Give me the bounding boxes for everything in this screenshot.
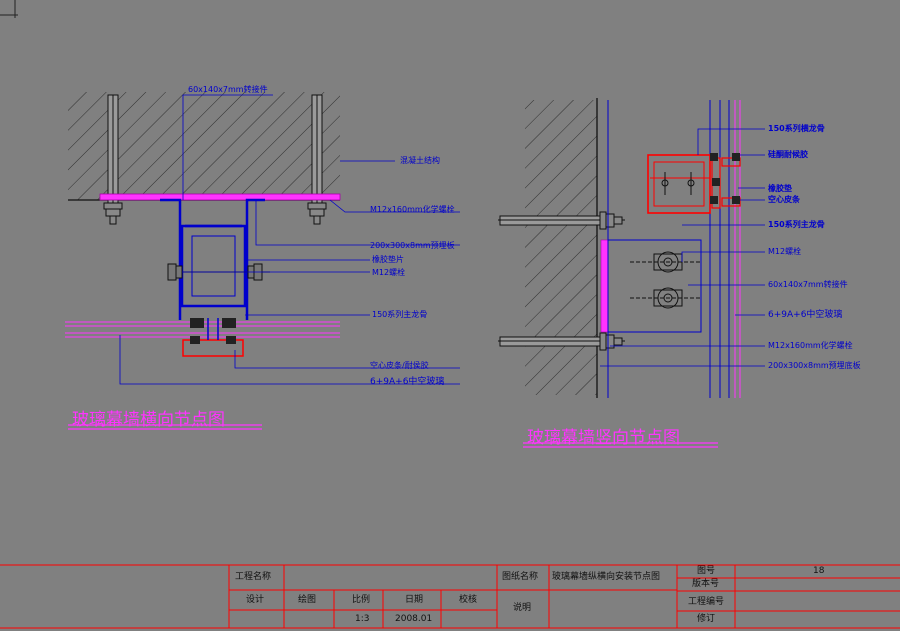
right-glass-label: 6+9A+6中空玻璃 bbox=[768, 310, 843, 320]
tb-sheet-no-label: 图号 bbox=[697, 566, 716, 576]
right-base-plate bbox=[600, 239, 609, 333]
left-rubber-pad-label: 橡胶垫片 bbox=[372, 255, 404, 264]
title-block-frame bbox=[0, 564, 900, 629]
tb-date-value: 2008.01 bbox=[395, 614, 433, 624]
tb-design-label: 设计 bbox=[246, 595, 265, 605]
right-sealant-label: 硅酮耐候胶 bbox=[768, 150, 808, 159]
corner-crosshair bbox=[0, 0, 18, 18]
right-main-keel-label: 150系列主龙骨 bbox=[768, 220, 825, 229]
left-main-keel-label: 150系列主龙骨 bbox=[372, 310, 428, 319]
right-m12-bolt-label: M12螺栓 bbox=[768, 247, 802, 256]
right-foam-strip-label: 空心皮条 bbox=[768, 195, 800, 204]
right-anchor-bolt-b bbox=[498, 332, 625, 351]
tb-project-name-label: 工程名称 bbox=[235, 572, 272, 582]
tb-note-label: 说明 bbox=[513, 603, 532, 613]
right-connector-label: 60x140x7mm转接件 bbox=[768, 280, 848, 289]
left-leaders bbox=[119, 94, 460, 385]
left-detail bbox=[65, 92, 460, 430]
right-detail bbox=[498, 98, 765, 448]
left-detail-title: 玻璃幕墙横向节点图 bbox=[72, 410, 225, 430]
right-chem-bolt-label: M12x160mm化学螺栓 bbox=[768, 341, 853, 350]
tb-drawing-name-label: 图纸名称 bbox=[502, 572, 539, 582]
tb-scale-value: 1:3 bbox=[355, 614, 370, 624]
left-foam-strip-label: 空心皮条/耐侯胶 bbox=[370, 361, 429, 370]
tb-scale-label: 比例 bbox=[352, 595, 371, 605]
left-m12-bolt-label: M12螺栓 bbox=[372, 268, 406, 277]
tb-check-label: 校核 bbox=[459, 595, 478, 605]
tb-draw-label: 绘图 bbox=[298, 595, 317, 605]
right-anchor-bolt-a bbox=[498, 211, 625, 230]
left-concrete-hatch bbox=[68, 92, 340, 200]
left-anchor-bolt-a bbox=[103, 94, 123, 225]
right-rubber-block-label: 橡胶垫 bbox=[768, 184, 792, 193]
left-connector-label: 60x140x7mm转接件 bbox=[188, 85, 268, 94]
tb-sheet-no-value: 18 bbox=[813, 566, 825, 576]
right-connector-plate bbox=[607, 239, 702, 333]
right-cross-keel-label: 150系列横龙骨 bbox=[768, 124, 825, 133]
right-detail-title: 玻璃幕墙竖向节点图 bbox=[527, 428, 680, 448]
left-embed-plate bbox=[99, 193, 341, 201]
tb-project-no-label: 工程编号 bbox=[688, 597, 725, 607]
left-pressure-profile bbox=[182, 318, 244, 357]
tb-drawing-name-value: 玻璃幕墙纵横向安装节点图 bbox=[552, 572, 661, 582]
right-vertical-keel bbox=[607, 100, 741, 398]
left-chem-bolt-label: M12x160mm化学螺栓 bbox=[370, 205, 455, 214]
left-main-keel bbox=[180, 224, 247, 308]
left-concrete-label: 混凝土结构 bbox=[400, 156, 440, 165]
tb-date-label: 日期 bbox=[405, 595, 424, 605]
left-embed-plate-label: 200x300x8mm预埋板 bbox=[370, 241, 455, 250]
right-leaders bbox=[600, 128, 765, 367]
left-glass-label: 6+9A+6中空玻璃 bbox=[370, 377, 445, 387]
tb-revision-label: 修订 bbox=[697, 614, 716, 624]
right-concrete-hatch bbox=[525, 100, 597, 395]
tb-version-label: 版本号 bbox=[692, 579, 720, 589]
right-m12-bolts bbox=[630, 251, 700, 309]
right-cross-keel bbox=[647, 153, 741, 214]
right-base-plate-label: 200x300x8mm预埋底板 bbox=[768, 361, 861, 370]
